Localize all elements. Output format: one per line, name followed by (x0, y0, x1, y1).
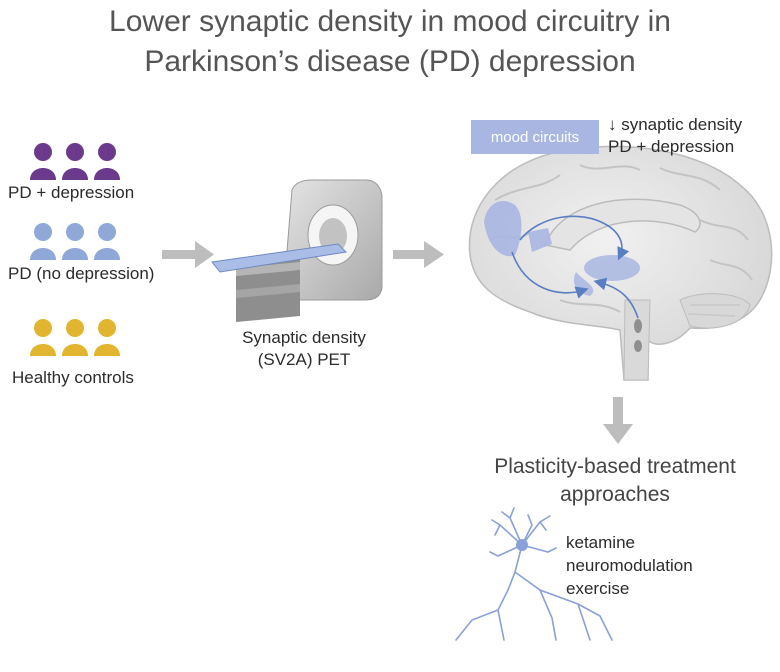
neuron-icon (455, 507, 613, 641)
mood-circuit-regions (484, 201, 642, 352)
scanner-label-line-1: Synaptic density (242, 328, 366, 347)
people-icon-pd-no-depression (28, 222, 128, 264)
group-label-pd-no-depression: PD (no depression) (8, 264, 155, 283)
group-label-pd-depression: PD + depression (8, 183, 135, 202)
title-line-2: Parkinson’s disease (PD) depression (144, 45, 636, 78)
finding-line-1: ↓ synaptic density (608, 115, 743, 134)
people-icon-healthy-controls (28, 318, 128, 360)
treatment-title-line-2: approaches (560, 483, 670, 506)
arrow-scanner-to-brain (393, 241, 444, 268)
arrow-brain-to-treatment (603, 397, 633, 444)
treatment-list: ketamine neuromodulation exercise (566, 531, 693, 600)
treatment-item-neuromodulation: neuromodulation (566, 556, 693, 575)
scanner-label-line-2: (SV2A) PET (257, 350, 351, 369)
finding-text: ↓ synaptic density PD + depression (608, 114, 742, 158)
title-line-1: Lower synaptic density in mood circuitry… (109, 5, 671, 38)
treatment-item-exercise: exercise (566, 579, 630, 598)
people-icon-pd-depression (28, 142, 128, 184)
brain-sagittal-icon (468, 145, 773, 381)
page-title: Lower synaptic density in mood circuitry… (0, 2, 780, 82)
arrow-groups-to-scanner (162, 241, 214, 268)
scanner-label: Synaptic density (SV2A) PET (214, 327, 394, 371)
treatment-title-line-1: Plasticity-based treatment (494, 455, 736, 478)
finding-line-2: PD + depression (608, 137, 735, 156)
mood-circuits-legend: mood circuits (471, 120, 599, 154)
treatment-title: Plasticity-based treatment approaches (440, 453, 780, 509)
treatment-item-ketamine: ketamine (566, 533, 635, 552)
group-label-healthy-controls: Healthy controls (12, 368, 134, 387)
pet-scanner-icon (211, 179, 383, 322)
